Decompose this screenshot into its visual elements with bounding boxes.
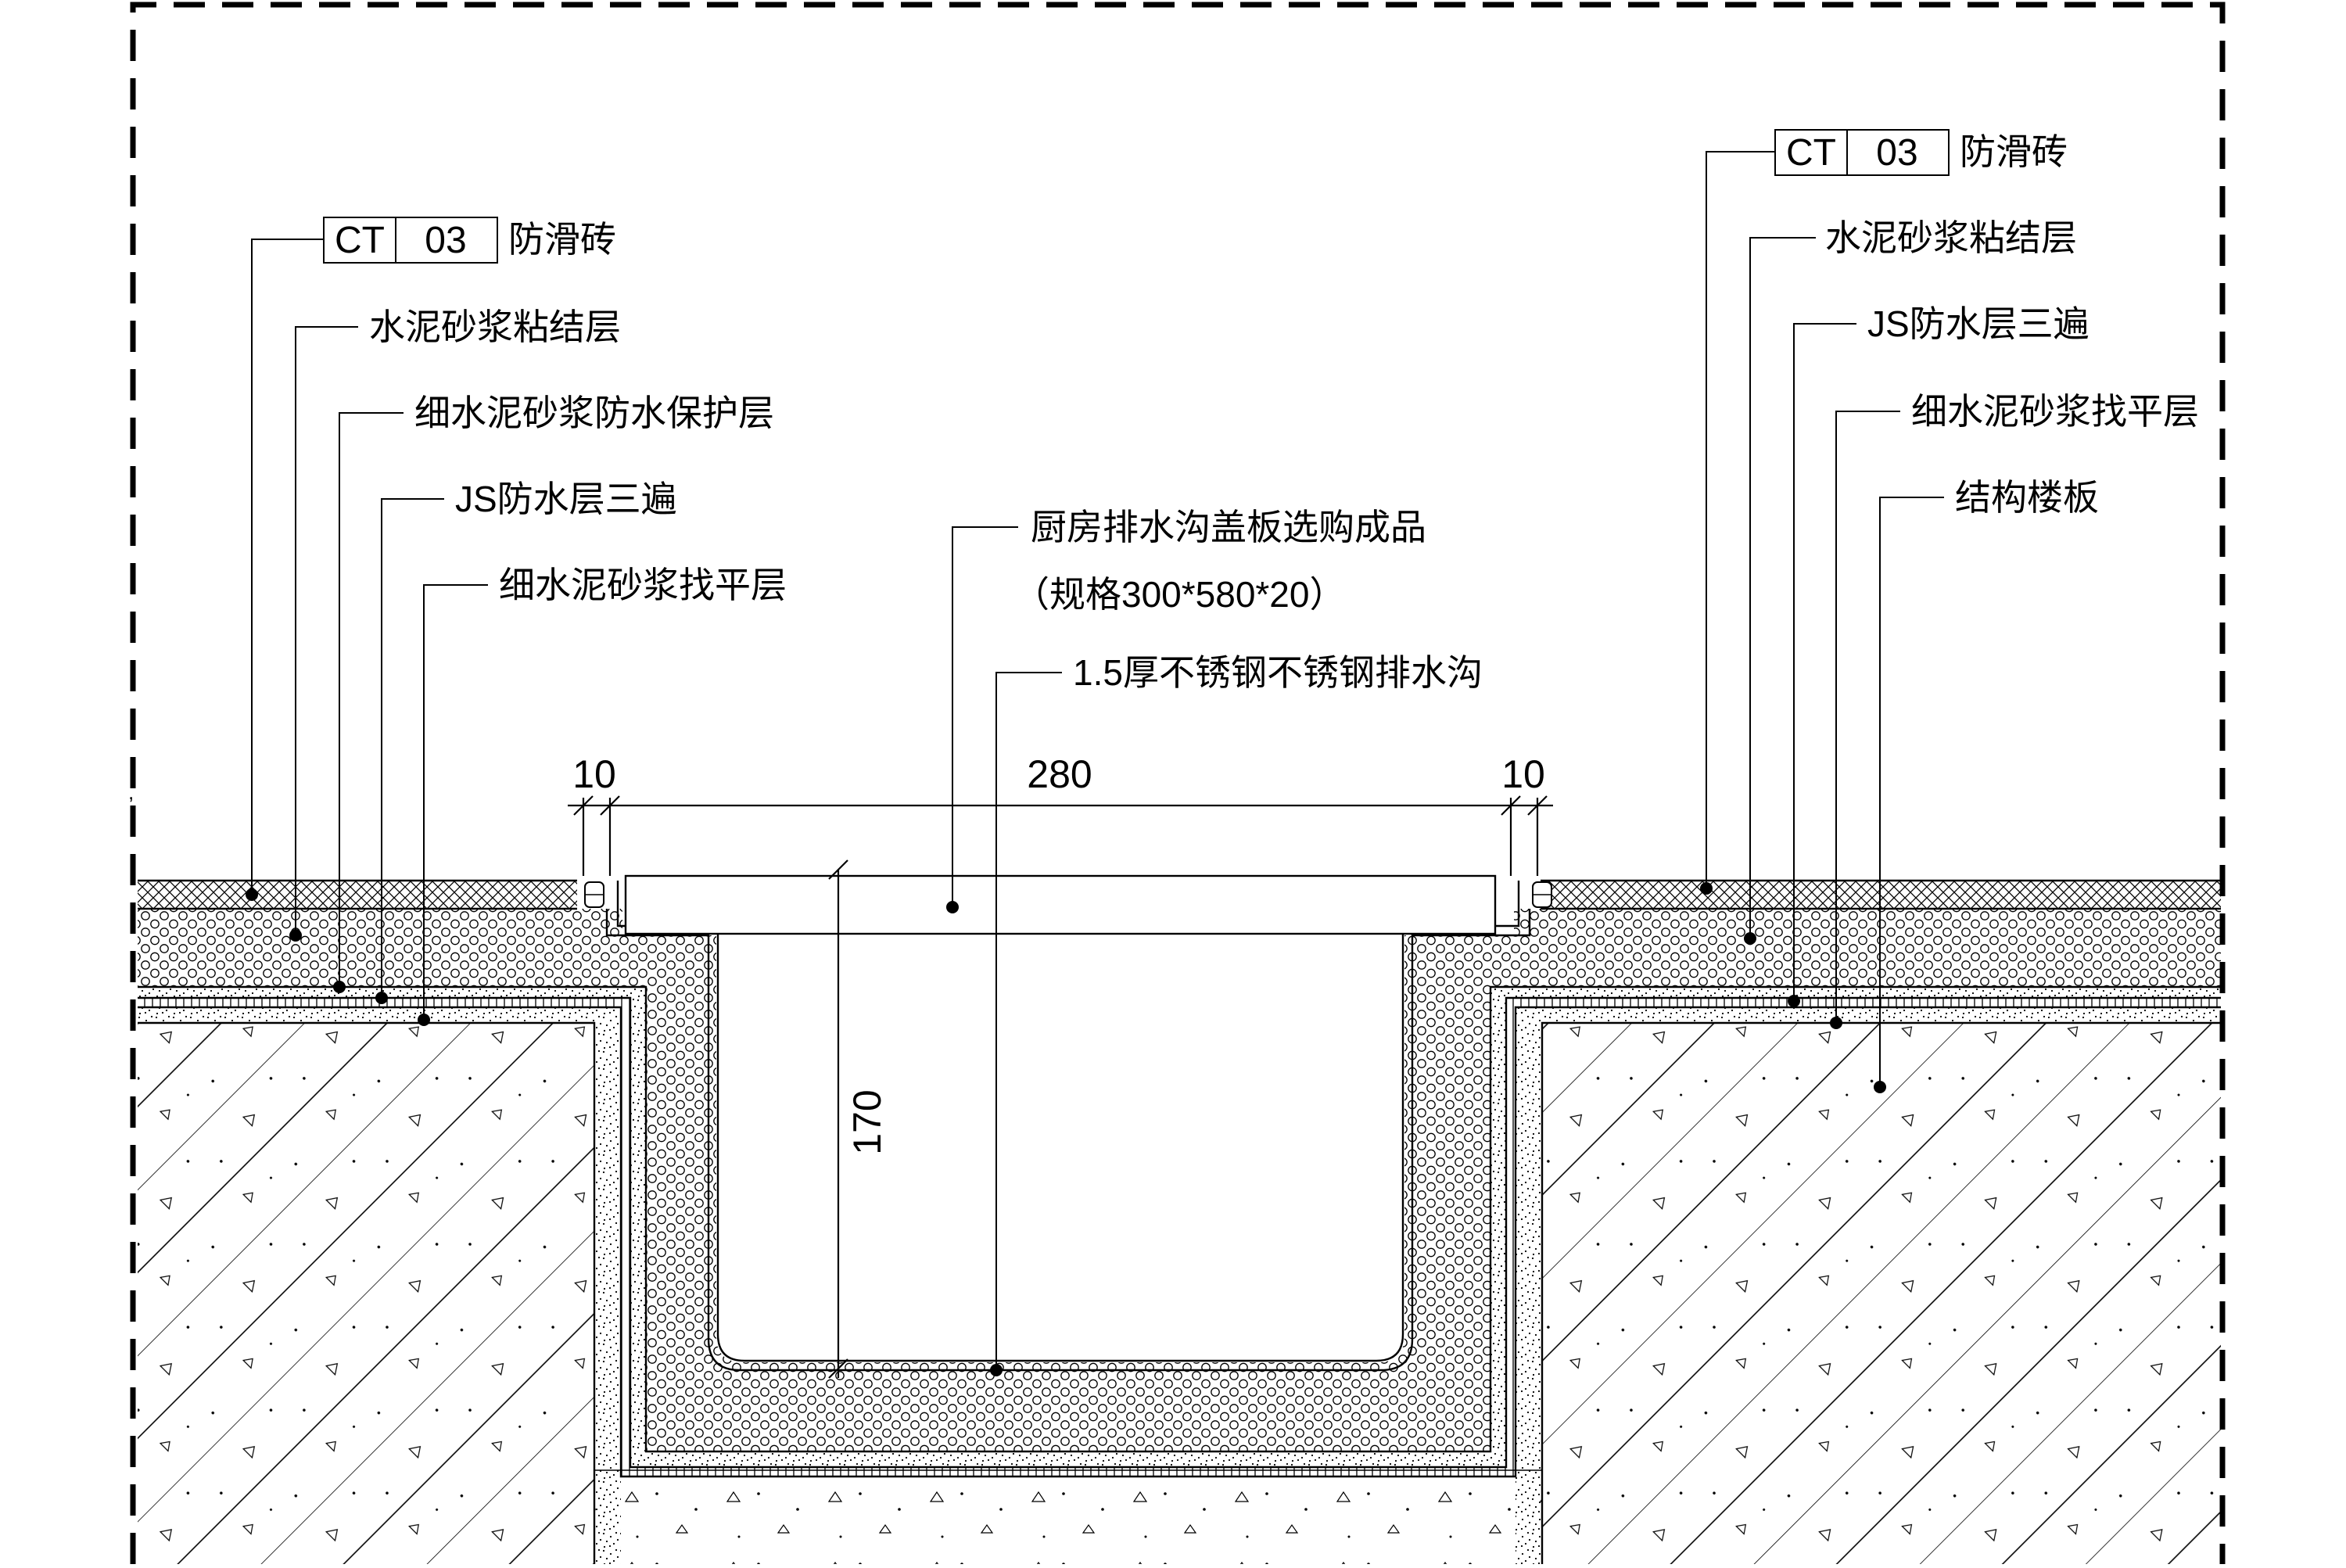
steel-trench — [605, 909, 1531, 1372]
right-label-slab: 结构楼板 — [1955, 477, 2099, 518]
material-tag-left: CT 03 — [323, 217, 498, 264]
center-label-steel: 1.5厚不锈钢不锈钢排水沟 — [1073, 652, 1483, 693]
tag-number-right: 03 — [1876, 132, 1917, 174]
left-label-waterproof: JS防水层三遍 — [455, 479, 677, 519]
right-callouts: 防滑砖 水泥砂浆粘结层 JS防水层三遍 细水泥砂浆找平层 结构楼板 — [1825, 131, 2199, 518]
trench-void — [622, 881, 1514, 1362]
left-label-bonding: 水泥砂浆粘结层 — [369, 307, 621, 347]
dimension-lines — [568, 795, 1553, 1379]
center-label-cover: 厨房排水沟盖板选购成品 — [1031, 507, 1426, 547]
center-label-spec: （规格300*580*20） — [1013, 574, 1345, 615]
left-label-tile: 防滑砖 — [508, 219, 616, 260]
structural-slab-right — [1542, 1023, 2221, 1564]
dim-right-gap: 10 — [1501, 752, 1545, 796]
slab-under-trench — [594, 1470, 1542, 1564]
tile-left — [138, 881, 577, 909]
floor-layers: , — [128, 780, 2221, 1564]
dim-left-gap: 10 — [572, 752, 616, 796]
left-label-protection: 细水泥砂浆防水保护层 — [414, 393, 774, 433]
right-label-leveling: 细水泥砂浆找平层 — [1911, 391, 2199, 432]
svg-text:,: , — [128, 780, 134, 804]
drawing-border — [130, 2, 2226, 1564]
cover-plate — [624, 874, 1497, 935]
dim-trench-depth: 170 — [845, 1089, 889, 1154]
right-label-tile: 防滑砖 — [1960, 131, 2068, 172]
tag-number-left: 03 — [425, 220, 466, 261]
left-label-leveling: 细水泥砂浆找平层 — [499, 565, 787, 605]
left-callouts: 防滑砖 水泥砂浆粘结层 细水泥砂浆防水保护层 JS防水层三遍 细水泥砂浆找平层 — [369, 219, 787, 605]
structural-slab-left — [138, 1023, 594, 1564]
tag-code-right: CT — [1786, 132, 1836, 174]
right-label-waterproof: JS防水层三遍 — [1867, 303, 2090, 344]
dim-cover-width: 280 — [1027, 752, 1092, 796]
right-label-bonding: 水泥砂浆粘结层 — [1825, 217, 2077, 258]
material-tag-right: CT 03 — [1774, 129, 1950, 176]
leader-dots — [246, 882, 1886, 1376]
center-callouts: 厨房排水沟盖板选购成品 （规格300*580*20） 1.5厚不锈钢不锈钢排水沟 — [1013, 507, 1483, 693]
tag-code-left: CT — [335, 220, 385, 261]
leader-lines — [251, 151, 1944, 1370]
